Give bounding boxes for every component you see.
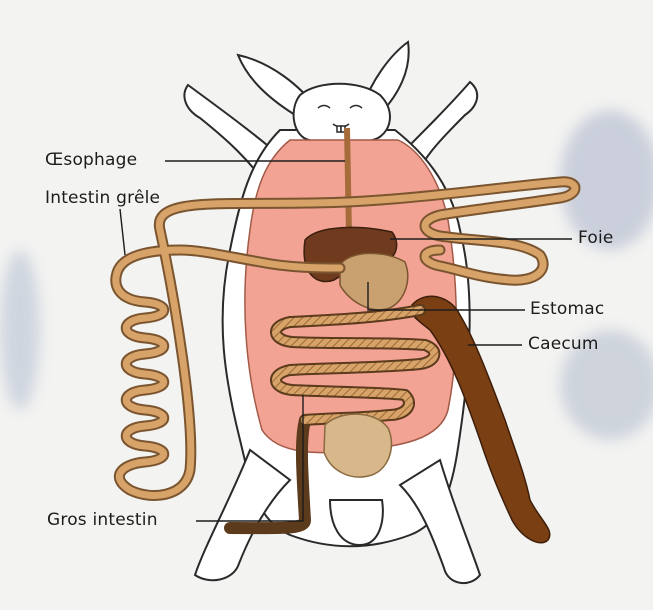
label-gros-intestin: Gros intestin — [47, 510, 158, 530]
label-estomac: Estomac — [530, 299, 604, 319]
label-foie: Foie — [578, 228, 614, 248]
leader-intestin-grele — [120, 209, 125, 255]
label-caecum: Caecum — [528, 334, 599, 354]
oesophagus — [347, 128, 349, 235]
head — [294, 84, 390, 144]
label-oesophage: Œsophage — [45, 150, 137, 170]
label-intestin-grele: Intestin grêle — [45, 188, 160, 208]
bladder — [324, 414, 391, 477]
